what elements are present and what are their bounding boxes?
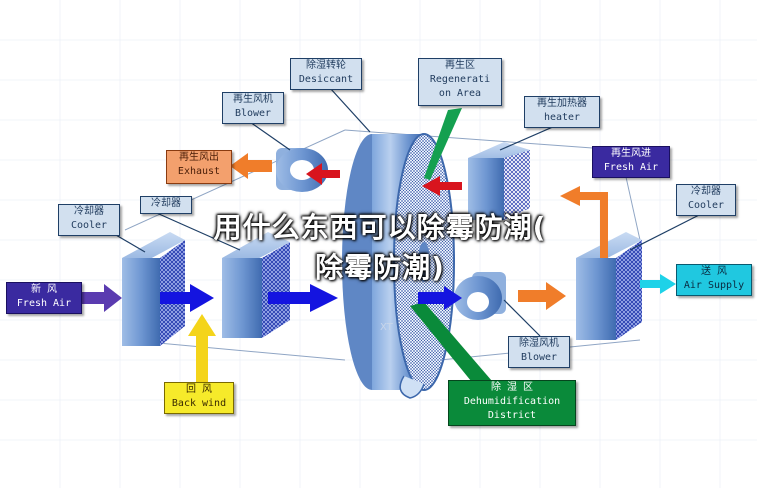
label-regen-area-en2: on Area: [438, 88, 482, 99]
label-desiccant-cn: 除湿转轮: [306, 60, 346, 71]
label-cooler-left-cn: 冷却器: [74, 206, 104, 217]
label-regen-blower-en: Blower: [234, 108, 272, 119]
label-back-wind-en: Back wind: [171, 398, 227, 409]
arrow-regen-1: [422, 176, 462, 196]
label-regen-heater-en: heater: [543, 112, 581, 123]
label-cooler-left: 冷却器 Cooler: [58, 204, 120, 236]
label-regen-blower-cn: 再生风机: [233, 94, 273, 105]
label-air-supply: 送 风 Air Supply: [676, 264, 752, 296]
cooler-left-unit: [122, 232, 185, 346]
label-cooler-right-cn: 冷却器: [691, 186, 721, 197]
label-regen-fresh: 再生风进 Fresh Air: [592, 146, 670, 178]
label-regen-blower: 再生风机 Blower: [222, 92, 284, 124]
label-pointers: [103, 87, 706, 337]
dehum-district-pointer: [410, 302, 498, 392]
label-dehum-blower-en: Blower: [520, 352, 558, 363]
label-regen-area: 再生区 Regenerati on Area: [418, 58, 502, 106]
label-dehum-blower: 除湿风机 Blower: [508, 336, 570, 368]
label-desiccant: 除湿转轮 Desiccant: [290, 58, 362, 90]
label-cooler-right: 冷却器 Cooler: [676, 184, 736, 216]
label-dehum-district-en1: Dehumidification: [463, 396, 561, 407]
arrow-supply-1: [518, 282, 566, 310]
label-cooler-mid: 冷却器: [140, 196, 192, 214]
label-regen-fresh-cn: 再生风进: [611, 148, 651, 159]
faint-watermark: XT: [380, 322, 394, 333]
overlay-title-line2: 除霉防潮): [315, 251, 445, 284]
arrows: [82, 153, 676, 382]
arrow-regen-fresh-head: [560, 186, 580, 206]
label-regen-heater-cn: 再生加热器: [537, 98, 587, 109]
arrow-fresh-air-in: [82, 284, 122, 312]
label-fresh-air: 新 风 Fresh Air: [6, 282, 82, 314]
heater-unit: [468, 142, 530, 220]
label-desiccant-en: Desiccant: [298, 74, 354, 85]
arrow-regen-2: [306, 163, 340, 185]
label-dehum-district-en2: District: [487, 410, 537, 421]
label-cooler-right-en: Cooler: [687, 200, 725, 211]
arrow-process-3: [418, 286, 462, 310]
label-regen-area-en1: Regenerati: [429, 74, 491, 85]
desiccant-wheel: [342, 133, 455, 399]
label-air-supply-cn: 送 风: [700, 266, 728, 277]
label-fresh-air-cn: 新 风: [30, 284, 58, 295]
dehum-blower-fan: [454, 272, 506, 320]
arrow-back-wind: [188, 314, 216, 382]
label-back-wind-cn: 回 风: [185, 384, 213, 395]
arrow-process-1: [160, 284, 214, 312]
cooler-mid-unit: [222, 232, 290, 338]
arrow-exhaust: [230, 153, 272, 179]
label-regen-area-cn: 再生区: [445, 60, 475, 71]
arrow-process-2: [268, 284, 338, 312]
label-dehum-blower-cn: 除湿风机: [519, 338, 559, 349]
label-regen-fresh-en: Fresh Air: [603, 162, 659, 173]
label-cooler-mid-cn: 冷却器: [151, 198, 181, 209]
label-dehum-district-cn: 除 湿 区: [490, 382, 534, 393]
label-fresh-air-en: Fresh Air: [16, 298, 72, 309]
label-air-supply-en: Air Supply: [683, 280, 745, 291]
overlay-title: 用什么东西可以除霉防潮( 除霉防潮): [100, 206, 660, 286]
label-dehum-district: 除 湿 区 Dehumidification District: [448, 380, 576, 426]
overlay-title-line1: 用什么东西可以除霉防潮(: [213, 211, 547, 244]
label-back-wind: 回 风 Back wind: [164, 382, 234, 414]
label-regen-exhaust-cn: 再生风出: [179, 152, 219, 163]
regen-area-pointer: [424, 108, 462, 180]
label-regen-exhaust: 再生风出 Exhaust: [166, 150, 232, 184]
label-regen-exhaust-en: Exhaust: [177, 166, 221, 177]
label-regen-heater: 再生加热器 heater: [524, 96, 600, 128]
label-cooler-left-en: Cooler: [70, 220, 108, 231]
cooler-right-unit: [576, 232, 642, 340]
regen-blower-fan: [276, 148, 328, 192]
arrow-regen-fresh: [580, 192, 608, 258]
arrow-supply-2: [640, 274, 676, 294]
